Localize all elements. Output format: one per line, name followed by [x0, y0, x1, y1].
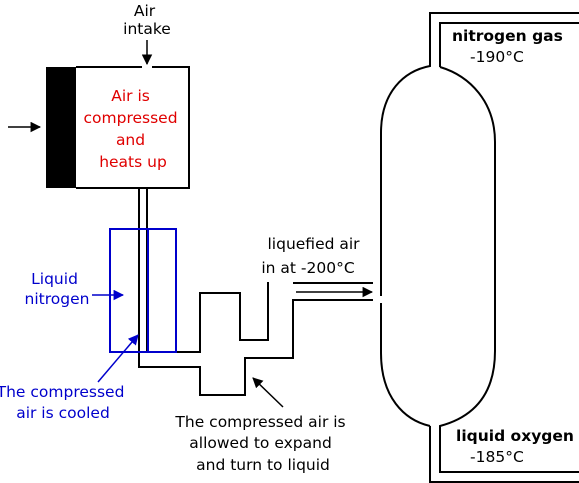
nitrogen-gas-degree-unit: °C — [505, 48, 524, 66]
nitrogen-gas-label: nitrogen gas — [452, 27, 563, 45]
jacket-outer — [109, 228, 177, 353]
expand-liquid-label: The compressed air is allowed to expand … — [174, 413, 350, 474]
liquefied-air-degree-unit: °C — [336, 259, 355, 277]
piston — [46, 67, 76, 188]
cooled-pointer-arrow — [97, 334, 139, 383]
air-intake-label: Air intake — [123, 2, 171, 38]
nitrogen-gas-temp: -190°C — [470, 48, 524, 66]
compressed-heats-label: Air is compressed and heats up — [84, 87, 183, 171]
pipe-inner — [146, 188, 269, 353]
expand-pointer-arrow — [252, 377, 284, 408]
separation-column — [380, 12, 579, 483]
compressor-cylinder — [8, 40, 190, 189]
liquefied-air-label: liquefied air in at -200°C — [261, 235, 364, 277]
cylinder-walls — [76, 66, 190, 189]
liquid-oxygen-label: liquid oxygen — [456, 427, 574, 445]
pipe-outer — [138, 188, 373, 396]
compressed-cooled-label: The compressed air is cooled — [0, 383, 129, 422]
liquid-nitrogen-label: Liquid nitrogen — [25, 270, 90, 308]
liquid-oxygen-temp: -185°C — [470, 448, 524, 466]
liquid-nitrogen-jacket — [109, 228, 177, 353]
liquid-oxygen-degree-unit: °C — [505, 448, 524, 466]
